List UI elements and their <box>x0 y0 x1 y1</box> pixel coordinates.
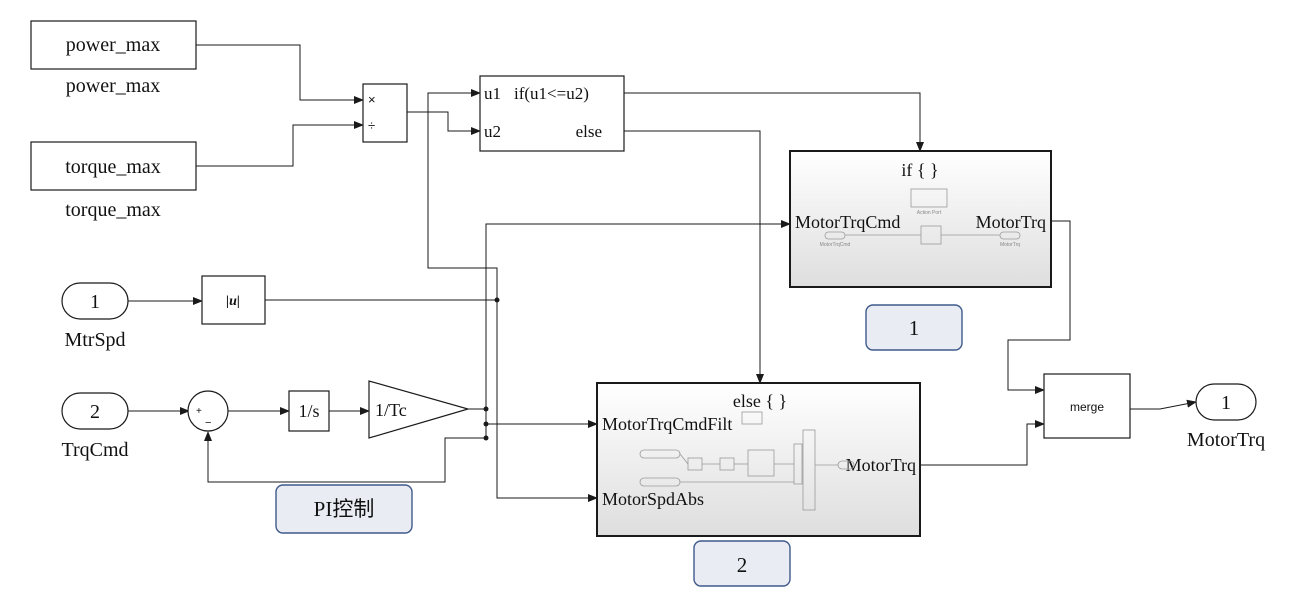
if-subsystem-output-port: MotorTrq <box>976 212 1046 232</box>
if-action-subsystem[interactable]: if { } MotorTrqCmd MotorTrq Action Port … <box>789 150 1052 288</box>
if-block-else-output: else <box>576 122 602 141</box>
annotation-box-1[interactable]: 1 <box>865 304 963 351</box>
if-subsystem-input-port: MotorTrqCmd <box>795 212 900 232</box>
wire-if-to-merge <box>1007 220 1071 394</box>
inport-2-name: TrqCmd <box>61 439 128 461</box>
outport-1-number: 1 <box>1221 392 1231 414</box>
constant-power-max[interactable]: power_max <box>30 20 197 70</box>
wire-if-action <box>624 92 924 152</box>
annotation-pi-text: PI控制 <box>314 497 375 521</box>
wire-merge-to-out <box>1130 399 1197 410</box>
if-subsystem-preview: Action Port MotorTrqCmd MotorTrq <box>820 188 1021 248</box>
gain-block[interactable]: 1/Tc <box>368 380 471 439</box>
constant-power-max-value: power_max <box>66 34 160 56</box>
outport-1-name: MotorTrq <box>1187 429 1265 451</box>
else-subsystem-input-port-1: MotorTrqCmdFilt <box>602 414 732 434</box>
annotation-pi-control[interactable]: PI控制 <box>275 484 413 534</box>
wire-to-motorspdabs <box>496 300 598 502</box>
constant-torque-max-value: torque_max <box>65 156 161 178</box>
constant-torque-max-label: torque_max <box>65 199 161 221</box>
outport-1[interactable]: 1 <box>1195 383 1257 421</box>
annotation-box-1-text: 1 <box>909 316 920 340</box>
inport-1-name: MtrSpd <box>64 329 125 351</box>
inport-2[interactable]: 2 <box>61 392 129 430</box>
sum-minus-sign: − <box>205 417 211 429</box>
product-multiply-sign: × <box>368 92 376 107</box>
wire-gain-to-if <box>485 220 791 409</box>
merge-label: merge <box>1070 400 1104 414</box>
else-action-subsystem[interactable]: else { } MotorTrqCmdFilt MotorSpdAbs Mot… <box>596 382 921 537</box>
inport-2-number: 2 <box>90 401 100 423</box>
else-subsystem-preview <box>639 411 855 511</box>
inport-1-number: 1 <box>90 291 100 313</box>
product-divide-sign: ÷ <box>368 118 375 133</box>
if-subsystem-title: if { } <box>901 160 938 180</box>
wire-feedback <box>204 424 487 483</box>
constant-power-max-label: power_max <box>66 75 160 97</box>
wire-else-to-merge <box>920 420 1045 466</box>
else-subsystem-title: else { } <box>733 391 787 411</box>
wire-product-down <box>427 112 498 300</box>
inport-1[interactable]: 1 <box>61 282 129 320</box>
if-block-condition: if(u1<=u2) <box>514 84 589 103</box>
abs-label: |u| <box>226 294 240 309</box>
if-preview-out-label: MotorTrq <box>1000 242 1020 248</box>
wire-gain-to-filt <box>468 408 598 428</box>
else-subsystem-input-port-2: MotorSpdAbs <box>602 489 704 509</box>
signal-lines <box>128 44 1197 502</box>
junction-dot <box>483 435 489 441</box>
wire-else-action <box>624 130 764 384</box>
wire-torque-to-product <box>196 121 364 167</box>
integrator-block[interactable]: 1/s <box>288 390 330 432</box>
annotation-box-2[interactable]: 2 <box>693 540 791 587</box>
sum-block[interactable]: + − <box>187 390 229 432</box>
constant-torque-max[interactable]: torque_max <box>30 141 197 191</box>
sum-plus-sign: + <box>196 406 202 417</box>
else-subsystem-output-port: MotorTrq <box>846 455 916 475</box>
merge-block[interactable]: merge <box>1043 373 1131 439</box>
if-block-input-u2: u2 <box>484 122 501 141</box>
integrator-label: 1/s <box>298 401 319 421</box>
abs-block[interactable]: |u| <box>201 275 266 325</box>
gain-label: 1/Tc <box>375 400 407 420</box>
wire-product-to-u1 <box>427 89 481 112</box>
if-preview-in-label: MotorTrqCmd <box>820 242 851 248</box>
product-block[interactable]: × ÷ <box>362 83 408 143</box>
if-preview-action-port: Action Port <box>917 210 942 216</box>
wire-power-to-product <box>196 44 364 104</box>
annotation-box-2-text: 2 <box>737 553 748 577</box>
junction-dot <box>483 421 489 427</box>
if-block-input-u1: u1 <box>484 84 501 103</box>
junction-dot <box>483 406 489 412</box>
junction-dot <box>494 297 500 303</box>
if-block[interactable]: u1 if(u1<=u2) u2 else <box>479 75 625 152</box>
wire-product-to-u2 <box>428 111 481 135</box>
